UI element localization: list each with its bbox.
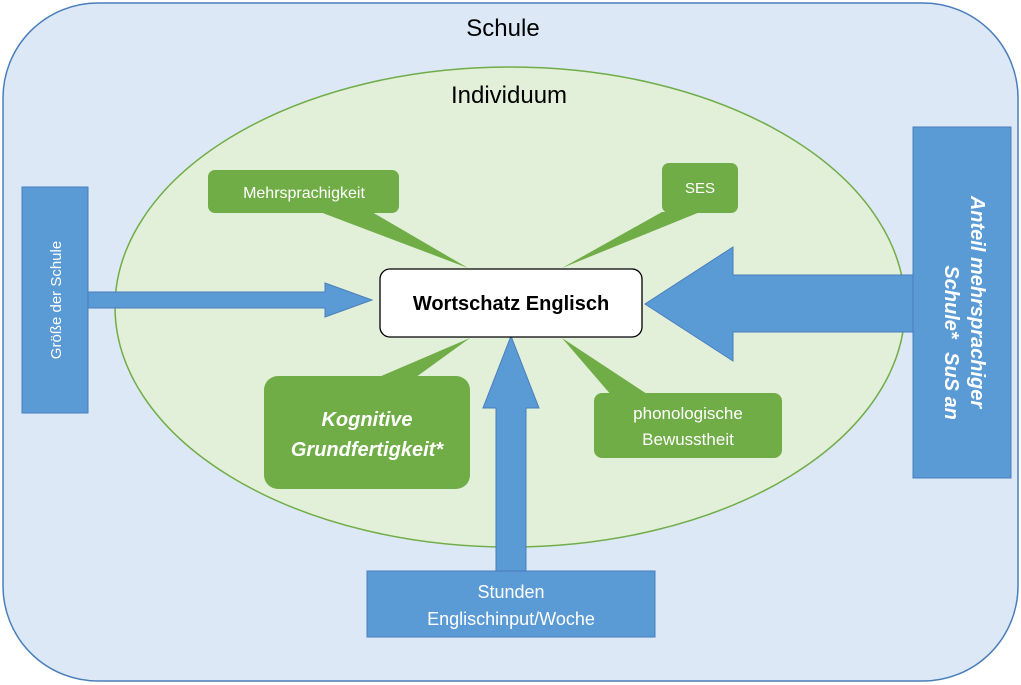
school-size-box bbox=[21, 186, 89, 414]
multilingualism-pointer bbox=[320, 212, 468, 268]
share-multilingual-label-line1: Anteil mehrsprachiger bbox=[966, 195, 988, 410]
share-multilingual-label-line2: SuS an bbox=[940, 352, 962, 420]
hours-input-box bbox=[366, 570, 656, 638]
school-size-arrow bbox=[87, 282, 374, 318]
cognitive-pointer bbox=[372, 338, 470, 380]
share-multilingual-arrow bbox=[644, 246, 914, 362]
center-label: Wortschatz Englisch bbox=[413, 293, 609, 315]
hours-input-label-line2: Englischinput/Woche bbox=[427, 609, 595, 629]
cognitive-label-line2: Grundfertigkeit* bbox=[291, 439, 444, 461]
multilingualism-box bbox=[208, 170, 399, 213]
hours-input-arrow bbox=[482, 334, 540, 573]
ses-label: SES bbox=[685, 180, 715, 197]
school-size-label: Größe der Schule bbox=[48, 241, 65, 359]
multilingualism-label: Mehrsprachigkeit bbox=[243, 185, 365, 202]
phonological-label-line2: Bewusstheit bbox=[642, 430, 734, 449]
share-multilingual-label-line3: Schule* bbox=[940, 265, 962, 340]
ses-pointer bbox=[562, 212, 700, 268]
phonological-box bbox=[594, 393, 782, 458]
phonological-label-line1: phonologische bbox=[633, 404, 743, 423]
school-label: Schule bbox=[466, 15, 539, 42]
hours-input-label-line1: Stunden bbox=[477, 582, 544, 602]
cognitive-label-line1: Kognitive bbox=[321, 409, 412, 431]
phonological-pointer bbox=[562, 338, 650, 396]
share-multilingual-box bbox=[912, 126, 1012, 479]
center-box bbox=[379, 268, 643, 338]
cognitive-box bbox=[264, 376, 470, 489]
ses-box bbox=[662, 163, 738, 213]
individual-label: Individuum bbox=[451, 82, 567, 109]
